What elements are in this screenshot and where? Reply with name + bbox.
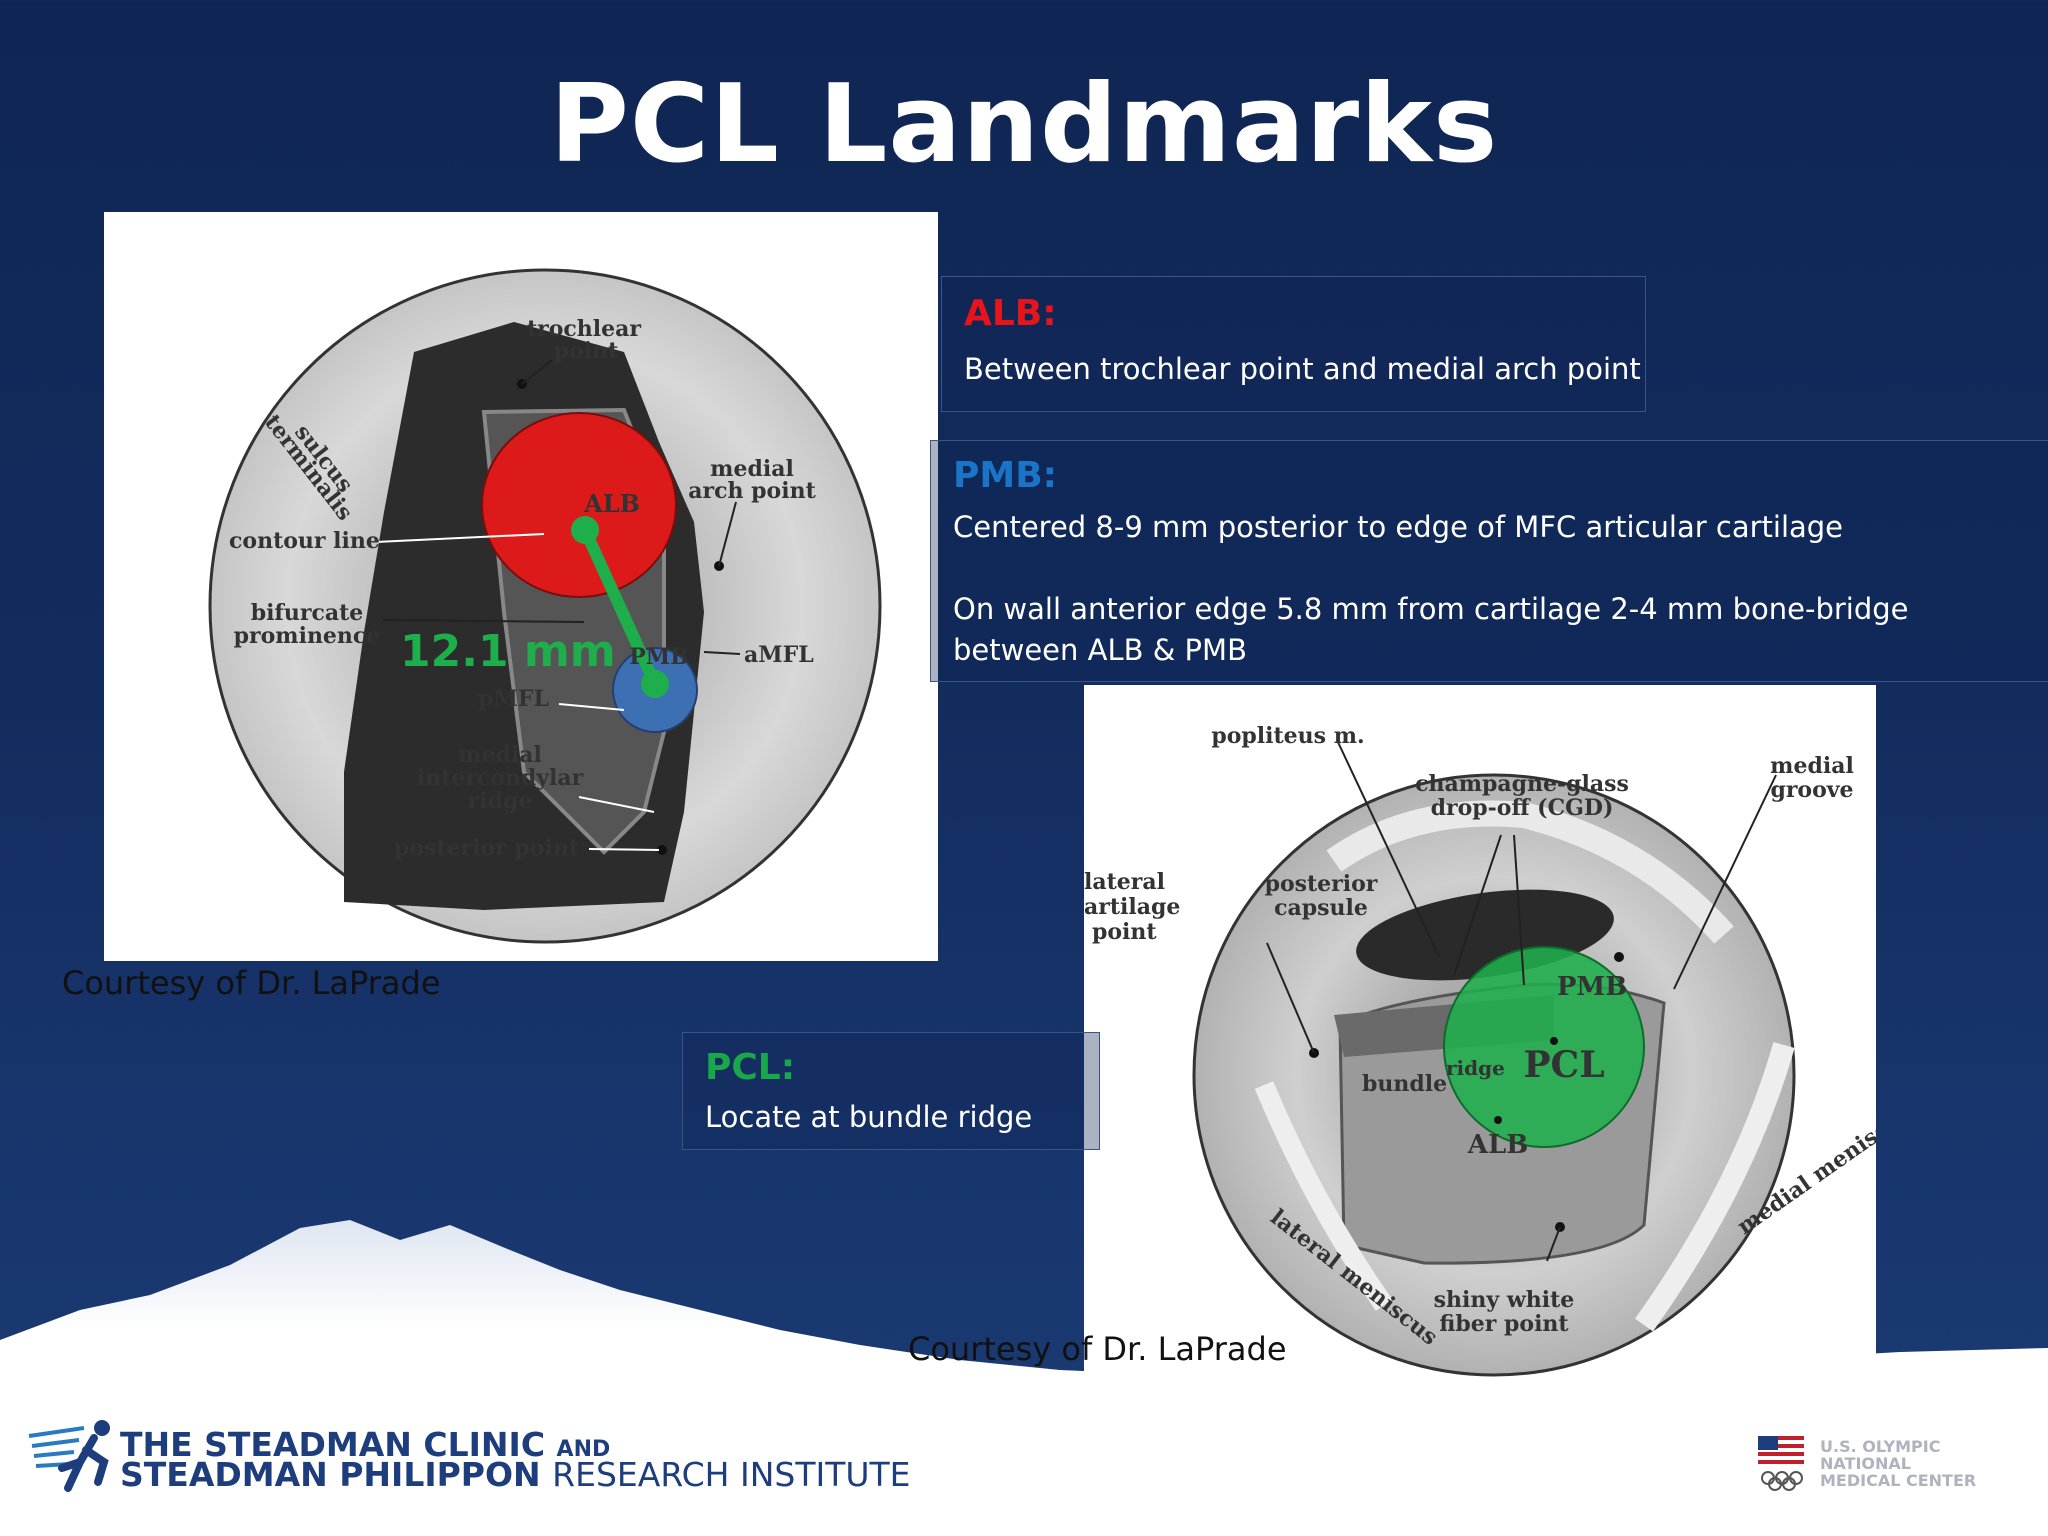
figure2-credit: Courtesy of Dr. LaPrade <box>908 1330 1287 1368</box>
usoc-line3: MEDICAL CENTER <box>1820 1471 1977 1490</box>
label-prominence: prominence <box>234 623 381 649</box>
label-popliteus: popliteus m. <box>1211 723 1364 749</box>
clinic-name-line2: STEADMAN PHILIPPON <box>120 1455 541 1494</box>
mountain-background <box>0 1220 2048 1536</box>
alb-heading: ALB: <box>964 293 1057 334</box>
label-pmfl: pMFL <box>478 686 549 712</box>
label-dropoff: drop-off (CGD) <box>1431 795 1614 821</box>
pcl-heading: PCL: <box>705 1047 796 1088</box>
label-amfl: aMFL <box>744 642 814 668</box>
tibial-landmarks-figure: popliteus m. champagne-glass drop-off (C… <box>1084 685 1876 1387</box>
label-arch-point: arch point <box>688 478 816 504</box>
label-pmb: PMB <box>629 644 689 670</box>
label-alb: ALB <box>583 489 640 518</box>
usoc-line2: NATIONAL <box>1820 1454 1911 1473</box>
alb-text: Between trochlear point and medial arch … <box>964 352 1641 386</box>
slide-title: PCL Landmarks <box>549 62 1499 187</box>
pcl-description-box: PCL: Locate at bundle ridge <box>682 1032 1100 1150</box>
label-fig1-medial: medial <box>458 742 542 768</box>
label-bifurcate: bifurcate <box>251 600 364 626</box>
pmb-description-box: PMB: Centered 8-9 mm posterior to edge o… <box>930 440 2048 682</box>
label-pmb: PMB <box>1557 972 1627 1002</box>
label-medial: medial <box>710 456 794 482</box>
label-bundle: bundle <box>1362 1071 1447 1097</box>
label-posterior: posterior <box>1265 871 1378 897</box>
label-cartilage-point: point <box>1092 919 1157 945</box>
pmb-text-line1: Centered 8-9 mm posterior to edge of MFC… <box>953 510 1844 544</box>
label-cartilage: artilage <box>1084 894 1180 920</box>
label-intercondylar: intercondylar <box>417 765 584 791</box>
alb-description-box: ALB: Between trochlear point and medial … <box>941 276 1646 412</box>
label-trochlear: trochlear <box>527 316 641 342</box>
label-fiber-point: fiber point <box>1439 1311 1569 1337</box>
pmb-heading: PMB: <box>953 455 1058 496</box>
measurement-label: 12.1 mm <box>400 626 616 677</box>
femoral-landmarks-figure: trochlear point sulcus terminalis medial… <box>104 212 938 961</box>
label-pcl: PCL <box>1523 1044 1604 1086</box>
usoc-logo: U.S. OLYMPIC NATIONAL MEDICAL CENTER <box>1756 1434 2006 1494</box>
label-posterior-point: posterior point <box>394 835 580 861</box>
label-champagne-glass: champagne-glass <box>1415 771 1629 797</box>
pcl-text: Locate at bundle ridge <box>705 1100 1033 1134</box>
steadman-clinic-logo: THE STEADMAN CLINIC AND STEADMAN PHILIPP… <box>24 1416 911 1496</box>
label-medial: medial <box>1770 753 1854 779</box>
clinic-name-line2b: RESEARCH INSTITUTE <box>552 1455 911 1494</box>
clinic-name-line1: THE STEADMAN CLINIC <box>120 1425 546 1464</box>
label-groove: groove <box>1770 777 1853 803</box>
label-ridge: ridge <box>1446 1056 1505 1080</box>
figure1-credit: Courtesy of Dr. LaPrade <box>62 964 441 1002</box>
label-ridge: ridge <box>468 788 533 814</box>
label-shiny-white: shiny white <box>1434 1287 1575 1313</box>
pmb-text-line2: On wall anterior edge 5.8 mm from cartil… <box>953 592 1909 667</box>
label-alb: ALB <box>1467 1130 1528 1160</box>
runner-logo-icon <box>28 1420 110 1492</box>
label-contour-line: contour line <box>229 528 380 554</box>
label-trochlear-point: point <box>554 338 619 364</box>
usoc-line1: U.S. OLYMPIC <box>1820 1437 1941 1456</box>
label-capsule: capsule <box>1274 895 1368 921</box>
clinic-name-and: AND <box>556 1437 611 1462</box>
us-flag-rings-icon <box>1758 1436 1804 1491</box>
label-lateral: lateral <box>1084 869 1165 895</box>
